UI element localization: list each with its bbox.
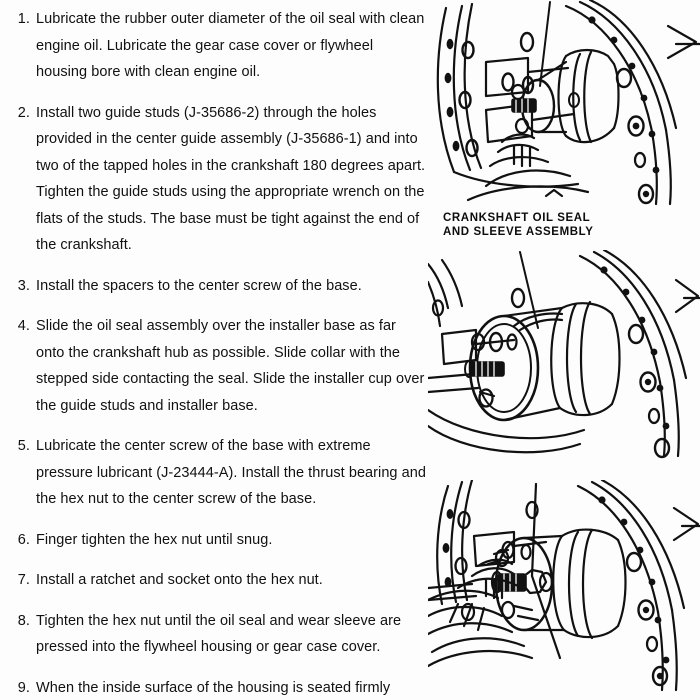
step-number: 9.: [17, 679, 30, 696]
installer-cup-illustration: THRUST BEARING: [428, 250, 700, 462]
step-number: 5.: [17, 438, 30, 454]
seal-assembly-installation-illustration: CRANKSHAFT OIL SEAL AND SLEEVE ASSEMBLY: [428, 0, 700, 238]
step-number: 8.: [17, 612, 30, 629]
hex-nut-tightening-illustration: HEX NUT: [428, 480, 700, 695]
list-item: 7. Install a ratchet and socket onto the…: [0, 567, 432, 594]
list-item: 4. Slide the oil seal assembly over the …: [0, 313, 432, 419]
step-text: Lubricate the center screw of the base w…: [36, 438, 426, 507]
illustration-column: CRANKSHAFT OIL SEAL AND SLEEVE ASSEMBLY: [428, 0, 700, 700]
figure-label-crankshaft-oil-seal: CRANKSHAFT OIL SEAL AND SLEEVE ASSEMBLY: [443, 212, 594, 238]
step-text: Tighten the hex nut until the oil seal a…: [36, 612, 402, 656]
step-number: 1.: [17, 11, 30, 27]
step-number: 7.: [17, 572, 30, 588]
step-number: 4.: [17, 318, 30, 334]
step-number: 2.: [17, 104, 30, 121]
procedure-step-list: 1. Lubricate the rubber outer diameter o…: [0, 6, 432, 700]
list-item: 8. Tighten the hex nut until the oil sea…: [0, 608, 432, 661]
list-item: 6. Finger tighten the hex nut until snug…: [0, 527, 432, 554]
step-number: 3.: [17, 277, 30, 294]
step-text: Finger tighten the hex nut until snug.: [36, 531, 273, 548]
list-item: 1. Lubricate the rubber outer diameter o…: [0, 6, 432, 86]
step-text: When the inside surface of the housing i…: [36, 679, 391, 696]
step-text: Install a ratchet and socket onto the he…: [36, 572, 323, 588]
list-item: 5. Lubricate the center screw of the bas…: [0, 433, 432, 513]
list-item: 9. When the inside surface of the housin…: [0, 675, 432, 700]
list-item: 2. Install two guide studs (J-35686-2) t…: [0, 100, 432, 259]
step-number: 6.: [17, 531, 30, 548]
step-text: Lubricate the rubber outer diameter of t…: [36, 11, 425, 80]
list-item: 3. Install the spacers to the center scr…: [0, 273, 432, 300]
step-text: Slide the oil seal assembly over the ins…: [36, 318, 425, 414]
step-text: Install the spacers to the center screw …: [36, 277, 362, 294]
step-text: Install two guide studs (J-35686-2) thro…: [36, 104, 426, 254]
